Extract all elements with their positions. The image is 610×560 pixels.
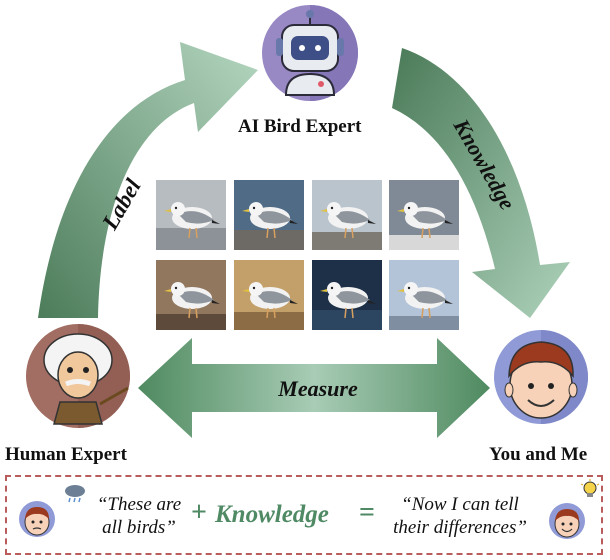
- scientist-icon: [26, 324, 130, 428]
- seagull-photo: [156, 180, 226, 250]
- person-lightbulb-icon: [549, 503, 585, 539]
- knowledge-term: Knowledge: [215, 501, 329, 528]
- confused-person-rain-cloud-icon: [19, 501, 55, 537]
- before-quote-line2: all birds”: [102, 517, 176, 538]
- lightbulb-icon: [580, 479, 600, 497]
- rain-cloud-icon: [65, 485, 85, 503]
- after-quote-line2: their differences”: [393, 517, 527, 538]
- smiling-person-icon: [494, 330, 588, 424]
- seagull-photo: [312, 260, 382, 330]
- you-and-me-title: You and Me: [489, 444, 588, 465]
- seagull-photo: [156, 260, 226, 330]
- ai-bird-expert-title: AI Bird Expert: [238, 116, 362, 137]
- knowledge-arrow: [392, 48, 570, 318]
- after-quote: “Now I can tell their differences”: [379, 493, 541, 539]
- equation-box: “These are all birds” + Knowledge = “Now…: [5, 475, 603, 555]
- measure-arrow: [138, 338, 490, 438]
- seagull-photo: [234, 260, 304, 330]
- robot-icon: [262, 5, 358, 101]
- seagull-photo: [234, 180, 304, 250]
- seagull-photo-grid: [156, 180, 461, 330]
- before-quote: “These are all birds”: [89, 493, 189, 539]
- seagull-photo: [389, 180, 459, 250]
- plus-sign: +: [191, 497, 207, 528]
- human-expert-title: Human Expert: [5, 444, 127, 465]
- label-arrow: [38, 42, 258, 318]
- equals-sign: =: [359, 497, 375, 528]
- after-quote-line1: “Now I can tell: [401, 494, 519, 515]
- seagull-photo: [389, 260, 459, 330]
- measure-arrow-text: Measure: [277, 376, 358, 401]
- seagull-photo: [312, 180, 382, 250]
- before-quote-line1: “These are: [96, 494, 182, 515]
